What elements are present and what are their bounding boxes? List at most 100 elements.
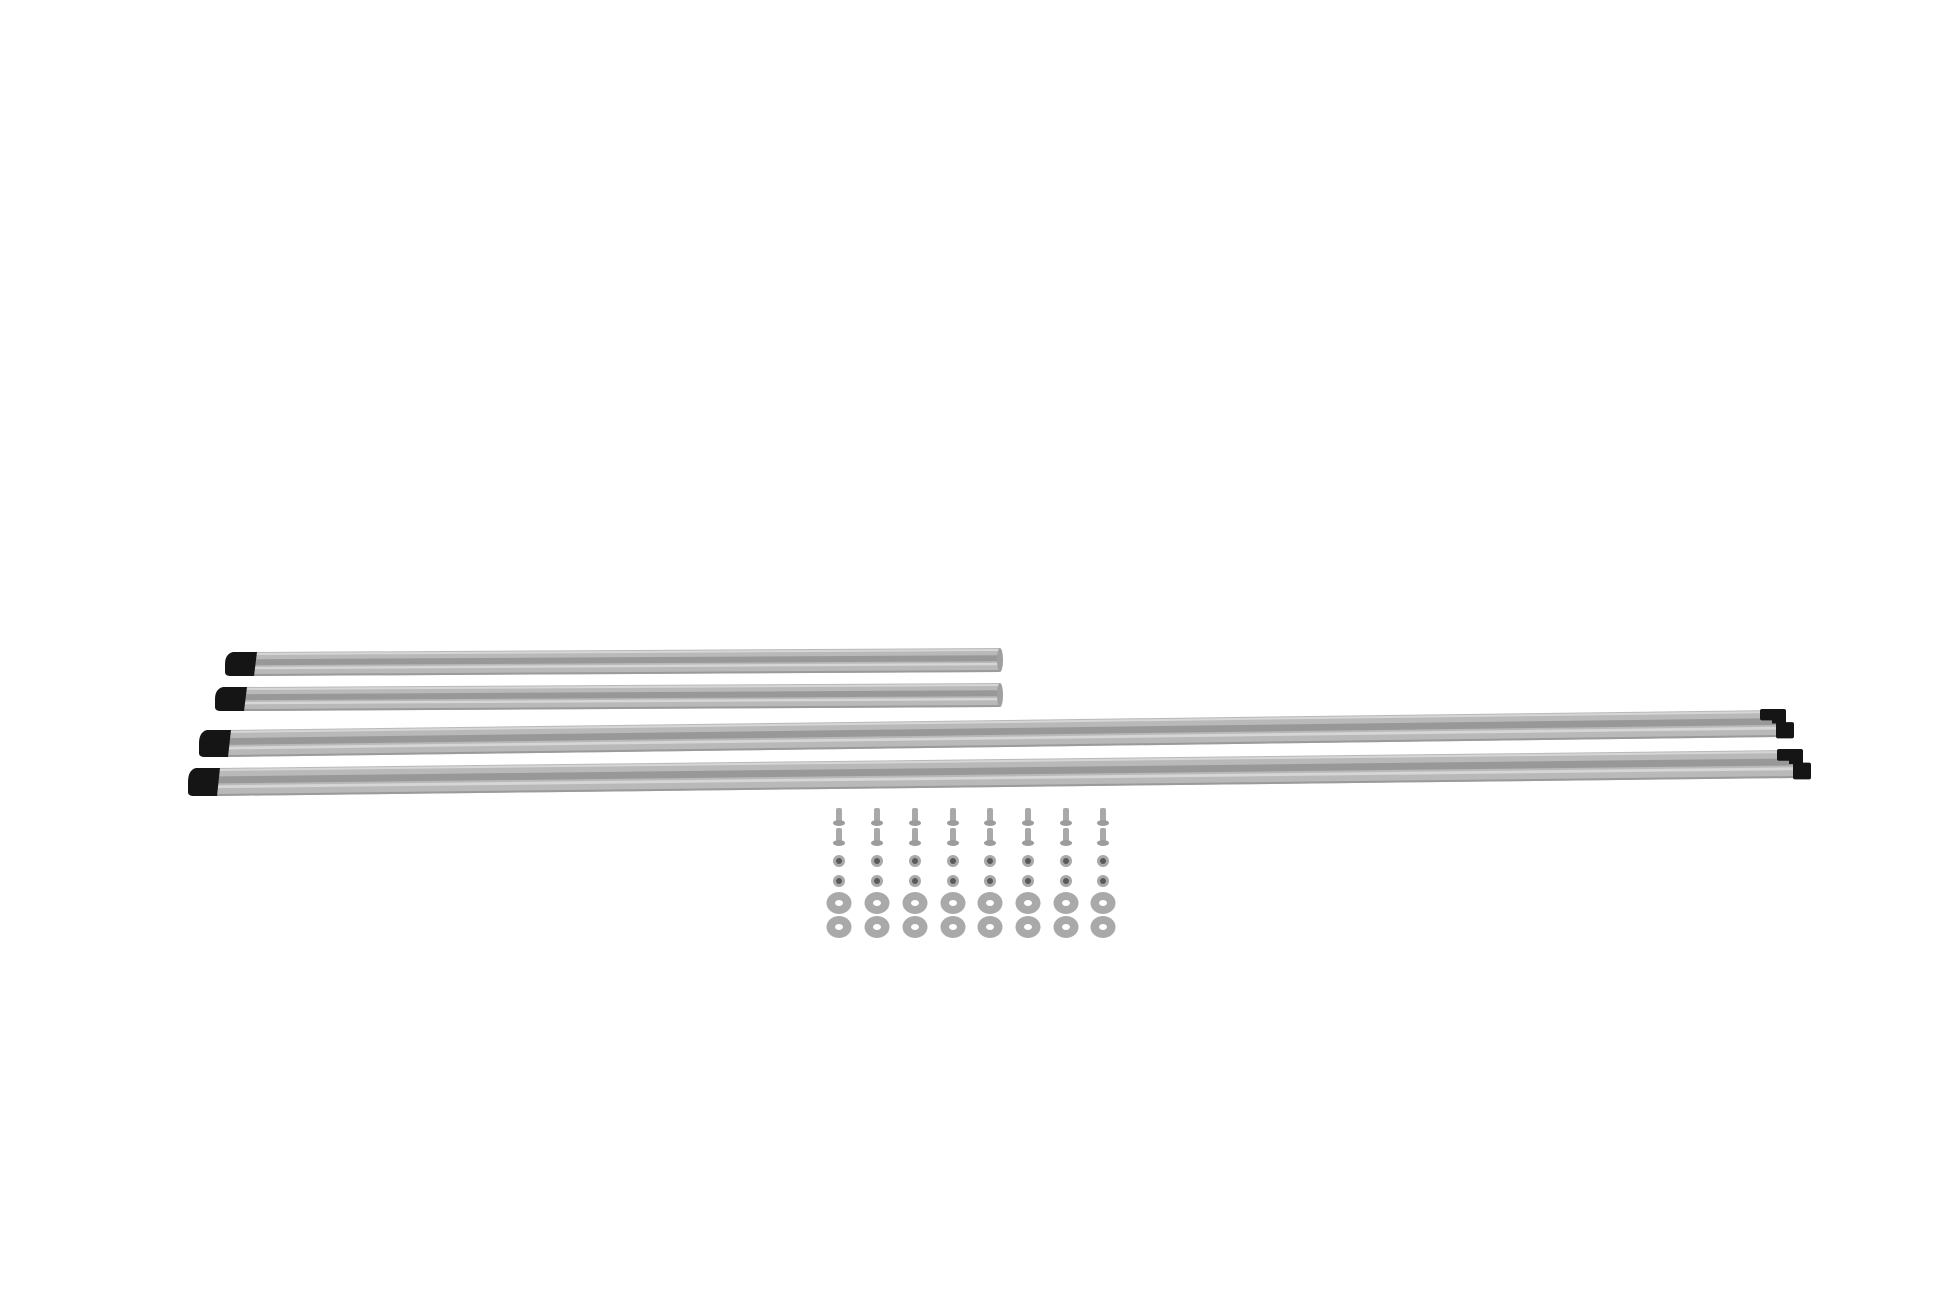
mounting-hardware (826, 808, 1116, 938)
bolt (833, 808, 845, 826)
bolt-shank (1025, 808, 1031, 822)
washer (864, 916, 890, 938)
roof-bar (215, 683, 1003, 711)
bolt-shank (1025, 828, 1031, 842)
bolt-shank (912, 808, 918, 822)
washer (1015, 892, 1041, 914)
bolt (833, 828, 845, 846)
bolt (1022, 828, 1034, 846)
washer (1015, 916, 1041, 938)
washer-hole (1024, 924, 1032, 930)
bolt (1022, 808, 1034, 826)
nut-hole (1063, 878, 1069, 884)
washer (864, 892, 890, 914)
nut-hole (912, 878, 918, 884)
end-cap (1776, 722, 1794, 739)
washer-hole (835, 900, 843, 906)
nut-hole (1100, 878, 1106, 884)
bolt (1097, 808, 1109, 826)
bolt-head (909, 840, 921, 846)
nut (947, 875, 959, 887)
bolt-shank (987, 808, 993, 822)
washer-hole (986, 924, 994, 930)
bolt (871, 828, 883, 846)
nut-hole (1025, 858, 1031, 864)
washer-hole (1099, 900, 1107, 906)
bolt-head (871, 820, 883, 826)
bolt (947, 828, 959, 846)
nut-hole (987, 858, 993, 864)
bar-end (997, 648, 1003, 672)
washer (902, 916, 928, 938)
bar-groove (216, 758, 1795, 784)
nut (909, 855, 921, 867)
bar-highlight (227, 711, 1778, 733)
bar-highlight (253, 662, 1000, 670)
bolt-head (1097, 820, 1109, 826)
bar-edge (253, 670, 1000, 676)
bolt (909, 828, 921, 846)
bar-groove (243, 690, 1000, 701)
washer (826, 892, 852, 914)
bolt (984, 828, 996, 846)
bolt-head (947, 820, 959, 826)
roof-bars (188, 648, 1811, 796)
bolt-head (833, 840, 845, 846)
nut-hole (1063, 858, 1069, 864)
bolt-shank (874, 808, 880, 822)
nut-hole (950, 858, 956, 864)
bolt-head (1060, 840, 1072, 846)
washer-hole (873, 924, 881, 930)
bar-groove (253, 655, 1000, 666)
nut-hole (836, 858, 842, 864)
end-cap (1760, 709, 1786, 721)
washer-hole (1099, 924, 1107, 930)
washer (826, 916, 852, 938)
end-cap (215, 687, 247, 711)
nut-hole (950, 878, 956, 884)
bar-highlight (216, 751, 1795, 771)
bolt-head (1097, 840, 1109, 846)
end-cap (199, 730, 231, 757)
roof-bar (225, 648, 1003, 676)
bar-highlight (227, 726, 1778, 750)
washer-hole (986, 900, 994, 906)
nut (1060, 875, 1072, 887)
washer-hole (911, 924, 919, 930)
end-cap (188, 768, 220, 796)
bolt-head (984, 820, 996, 826)
bolt-shank (912, 828, 918, 842)
bar-highlight (243, 697, 1000, 705)
nut-hole (912, 858, 918, 864)
bolt (909, 808, 921, 826)
washer (902, 892, 928, 914)
washer-hole (949, 924, 957, 930)
bolt-shank (836, 808, 842, 822)
end-cap (1789, 758, 1803, 764)
bolt (1060, 828, 1072, 846)
bar-highlight (243, 684, 1000, 690)
end-cap (225, 652, 257, 676)
bolt (1097, 828, 1109, 846)
bolt-shank (836, 828, 842, 842)
bolt-head (1022, 820, 1034, 826)
nut (1022, 855, 1034, 867)
bolt-shank (950, 808, 956, 822)
bolt-shank (987, 828, 993, 842)
bolt (1060, 808, 1072, 826)
nut-hole (1025, 878, 1031, 884)
nut (833, 855, 845, 867)
washer-hole (1024, 900, 1032, 906)
washer-hole (835, 924, 843, 930)
nut (871, 875, 883, 887)
nut (1097, 855, 1109, 867)
bolt-head (833, 820, 845, 826)
bar-edge (216, 776, 1795, 796)
nut-hole (874, 858, 880, 864)
washer-hole (873, 900, 881, 906)
bolt-head (947, 840, 959, 846)
washer (977, 916, 1003, 938)
washer (940, 916, 966, 938)
nut (1097, 875, 1109, 887)
